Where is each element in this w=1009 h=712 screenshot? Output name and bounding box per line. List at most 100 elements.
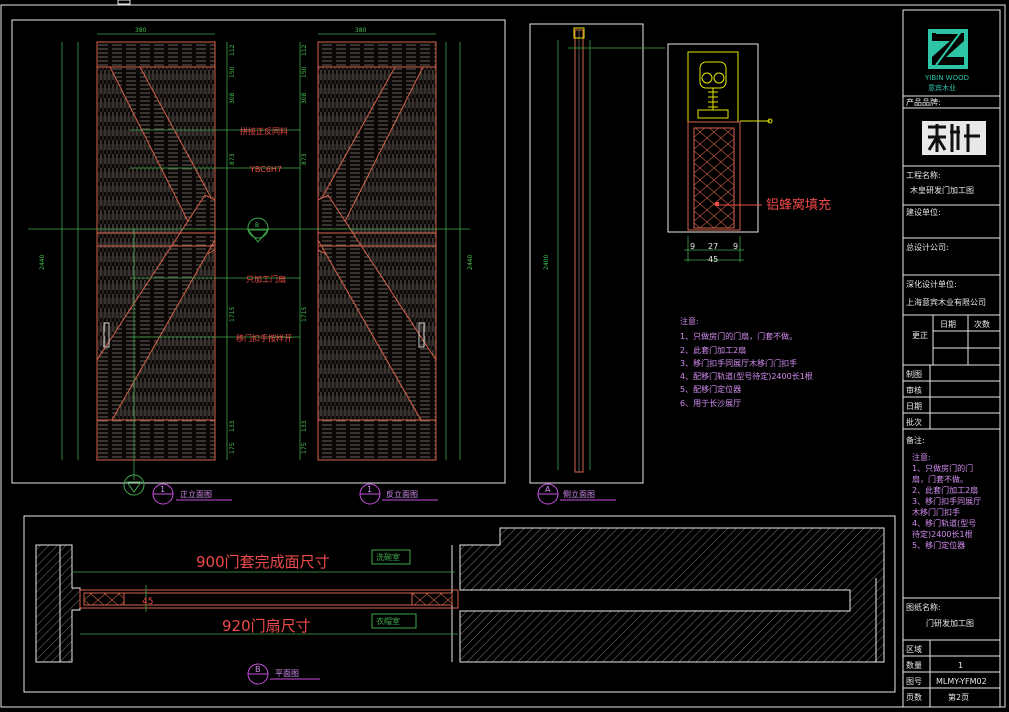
notes-title: 注意:: [680, 316, 699, 326]
remark-3: 2、此套门加工2扇: [912, 485, 978, 495]
front-view-label: 正立面图: [180, 489, 212, 499]
dim-top-left: 380: [135, 27, 147, 34]
remark-7: 待定)2400长1根: [912, 529, 973, 539]
row-review: 审核: [906, 385, 922, 395]
dim-seg-175: 175: [229, 442, 236, 454]
product-brand-mark: [922, 121, 986, 155]
product-label: 产品品牌:: [906, 97, 941, 107]
front-view-num: 1: [160, 485, 165, 494]
elevation-dimensions: [28, 33, 470, 480]
side-view-label: 侧立面图: [563, 489, 595, 499]
sheet-no-value: MLMY-YFM02: [936, 677, 987, 686]
side-view-frame: [529, 23, 644, 484]
area-label: 区域: [906, 644, 922, 654]
dim-45: 45: [708, 255, 718, 264]
sheet-marker: [117, 0, 131, 5]
plan-frame: [23, 515, 896, 693]
builder-label: 建设单位:: [906, 207, 941, 217]
plan-dim-frame: 900门套完成面尺寸: [196, 553, 330, 571]
remark-0: 注意:: [912, 452, 931, 462]
dim-seg-112: 112: [229, 44, 236, 56]
version-label: 次数: [974, 319, 990, 329]
side-height-dim: 2400: [543, 255, 550, 270]
honeycomb-note: 铝蜂窝填充: [766, 197, 831, 213]
dim-seg-112-r: 112: [301, 44, 308, 56]
sheet-border: [0, 4, 1006, 708]
project-value: 木皇研发门加工图: [910, 185, 974, 195]
room-tag-closet: 衣帽室: [371, 613, 417, 629]
row-batch: 批次: [906, 417, 922, 427]
plan-view-num: B: [255, 665, 261, 674]
logo-en: YIBIN WOOD: [924, 74, 969, 82]
front-door: [96, 41, 216, 461]
dim-seg-873-r: 873: [301, 153, 308, 165]
title-block: [902, 9, 1001, 708]
dim-9-left: 9: [690, 242, 695, 251]
plan-view-label: 平面图: [275, 669, 299, 678]
designer-label: 总设计公司:: [906, 242, 949, 252]
note-4: 4、配移门轨道(型号待定)2400长1根: [680, 371, 813, 381]
back-view-num: 1: [367, 485, 372, 494]
dim-seg-150-r: 150: [301, 66, 308, 78]
back-view-label: 反立面图: [386, 489, 418, 499]
sheet-no-label: 图号: [906, 677, 922, 686]
remarks-list: 注意: 1、只做房门的门 扇，门套不做。 2、此套门加工2扇 3、移门扣手同展厅…: [912, 452, 981, 550]
logo-cn: 意宾木业: [928, 83, 956, 92]
page-label: 页数: [906, 692, 922, 702]
row-drawing: 制图: [906, 369, 922, 379]
dim-27: 27: [708, 242, 718, 251]
dim-height-left: 2440: [39, 255, 46, 270]
dim-seg-133-r: 133: [301, 420, 308, 432]
qty-label: 数量: [906, 660, 922, 670]
remark-2: 扇，门套不做。: [912, 474, 968, 484]
company-logo: [928, 29, 968, 69]
remark-6: 4、移门轨道(型号: [912, 518, 976, 528]
change-label: 更正: [912, 331, 928, 340]
room-tag-2: 衣帽室: [376, 616, 400, 626]
remark-1: 1、只做房门的门: [912, 463, 973, 473]
dim-9-right: 9: [733, 242, 738, 251]
note-2: 2、此套门加工2扇: [680, 345, 746, 355]
plan-wall-right: [451, 527, 885, 663]
dim-seg-133: 133: [229, 420, 236, 432]
dim-height-right: 2440: [467, 255, 474, 270]
side-view-title: A 侧立面图: [537, 483, 616, 505]
notes-block: 注意: 1、只做房门的门扇，门套不做。 2、此套门加工2扇 3、移门扣手同展厅木…: [680, 316, 813, 408]
remark-4: 3、移门扣手同展厅: [912, 496, 981, 506]
callout-leaf-only: 只加工门扇: [246, 274, 286, 284]
dim-seg-873: 873: [229, 153, 236, 165]
dim-seg-308-r: 308: [301, 92, 308, 104]
note-3: 3、移门扣手同展厅木移门门扣手: [680, 358, 797, 368]
drawing-name-label: 图纸名称:: [906, 602, 941, 612]
side-door-section: [557, 27, 665, 473]
row-date: 日期: [906, 402, 922, 411]
callout-handle: 移门扣手按样开: [236, 333, 292, 343]
dim-top-right: 380: [355, 27, 367, 34]
remark-8: 5、移门定位器: [912, 540, 965, 550]
plan-door-leaf: [79, 589, 459, 609]
plan-thickness: 45: [142, 597, 153, 607]
qty-value: 1: [958, 661, 963, 670]
room-tag-1: 洗碗室: [376, 552, 400, 562]
back-door: [317, 41, 437, 461]
elevation-frame: [11, 19, 506, 484]
plan-view-title: B 平面图: [247, 663, 320, 685]
note-5: 5、配移门定位器: [680, 384, 741, 394]
side-view-num: A: [545, 485, 551, 494]
callout-code: YBC6H7: [249, 165, 282, 174]
drawing-name-value: 门研发加工图: [926, 618, 974, 628]
note-1: 1、只做房门的门扇，门套不做。: [680, 331, 797, 341]
dim-seg-175-r: 175: [301, 442, 308, 454]
deep-design-label: 深化设计单位:: [906, 279, 957, 289]
page-value: 第2页: [948, 692, 969, 702]
dim-seg-1715: 1715: [229, 307, 236, 322]
callout-splice: 拼接正反同料: [240, 126, 288, 136]
deep-design-value: 上海意宾木业有限公司: [906, 297, 986, 307]
remarks-label: 备注:: [906, 435, 925, 445]
room-tag-washroom: 洗碗室: [371, 549, 411, 565]
date-label: 日期: [940, 320, 956, 329]
section-marker-label: B: [255, 222, 259, 229]
back-view-title: 1 反立面图: [359, 483, 438, 505]
level-marker: [123, 474, 145, 496]
